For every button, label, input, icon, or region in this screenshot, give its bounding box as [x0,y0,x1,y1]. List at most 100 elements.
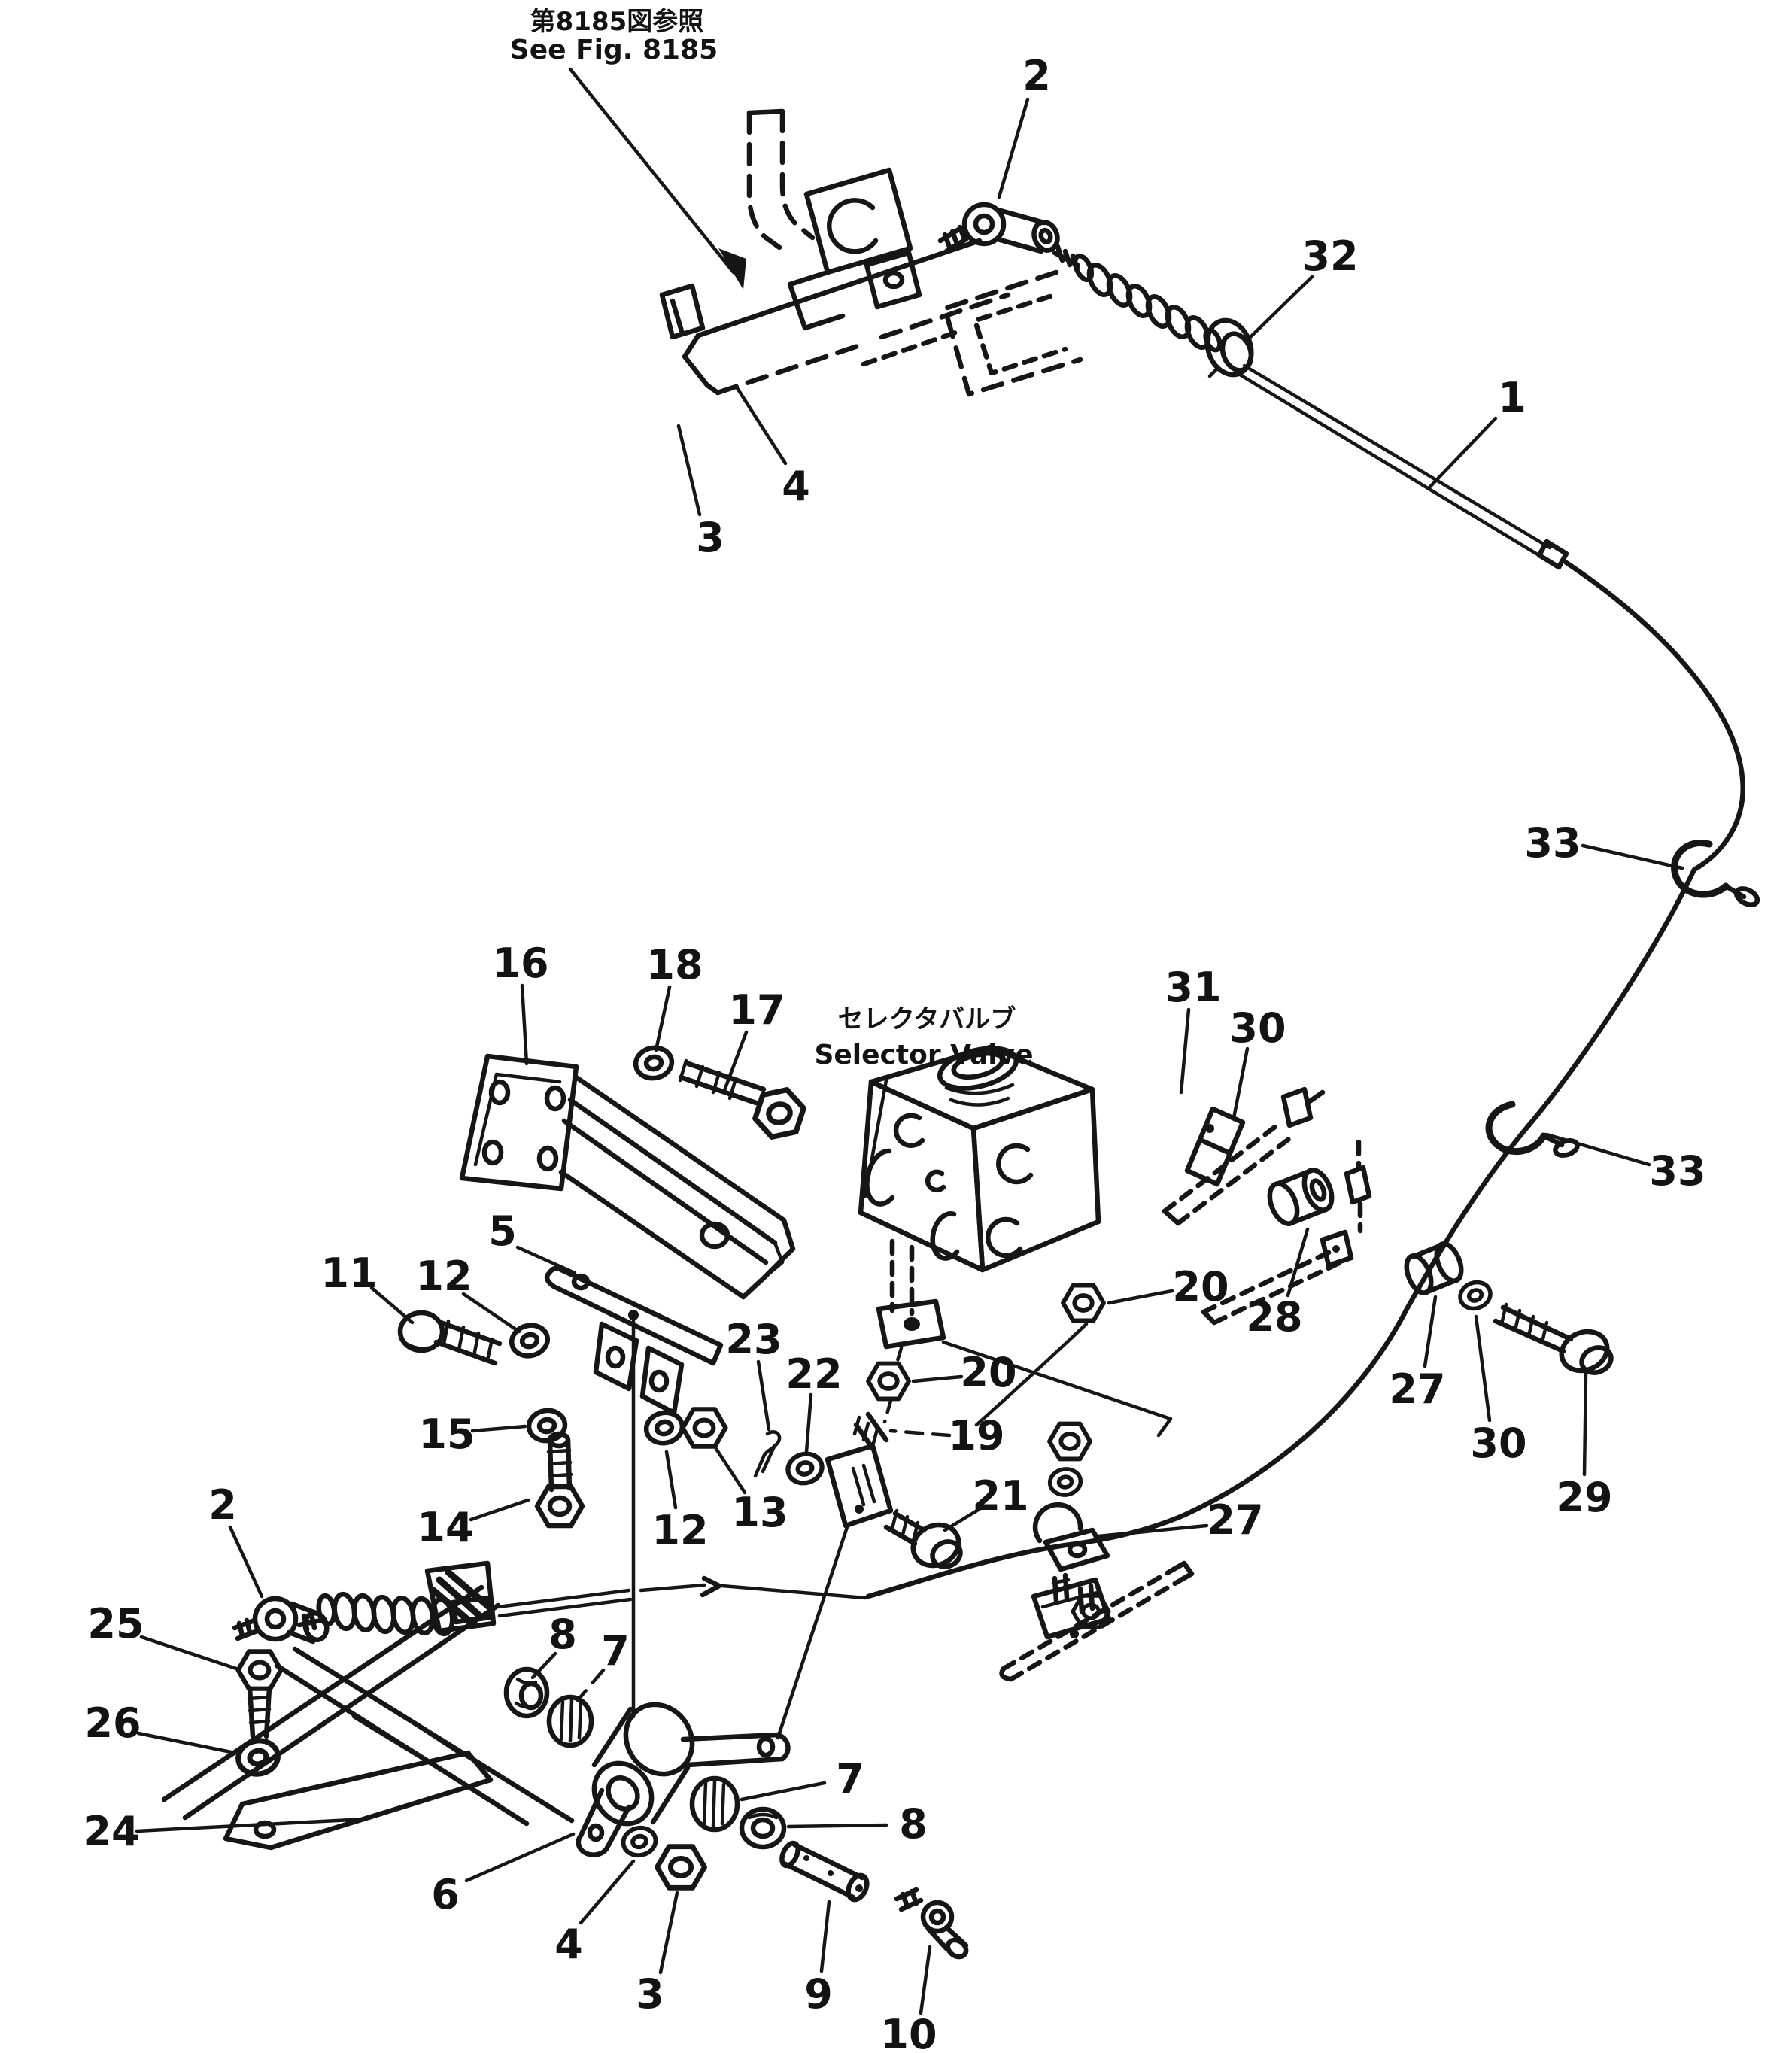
callout-5: 5 [488,1207,517,1255]
callout-7: 7 [836,1755,864,1802]
callout-4: 4 [554,1921,583,1968]
callout-3: 3 [636,1970,664,2018]
callout-27: 27 [1207,1496,1263,1544]
leader-13 [714,1447,747,1495]
leader-30 [1474,1314,1492,1423]
leader-16 [520,983,529,1066]
leader-4 [735,386,788,466]
callout-4: 4 [782,463,810,510]
see-fig-arrow [568,67,746,290]
pedal-bracket-24 [161,1560,575,1851]
grommet-32 [1203,317,1254,378]
cable-clamp-27-lower [1032,1502,1110,1572]
ball-joint-top [937,202,1060,254]
roller-7-lower [689,1775,740,1833]
callout-20: 20 [1172,1263,1229,1310]
leader-2 [997,97,1030,199]
leader-30 [1232,1046,1250,1120]
leader-12 [461,1292,521,1334]
callout-32: 32 [1301,232,1358,280]
leader-8 [786,1823,888,1829]
callout-12: 12 [415,1253,472,1300]
leader-14 [469,1498,530,1522]
leader-26 [136,1731,237,1755]
washer-15 [527,1408,566,1443]
leader-22 [804,1392,813,1454]
washer-12-right [643,1409,685,1446]
nut-20-lower [868,1364,909,1399]
callout-2: 2 [208,1481,237,1529]
callout-25: 25 [87,1600,144,1648]
washer-above-21 [1048,1467,1082,1496]
leader-27 [1423,1295,1438,1368]
callout-21: 21 [972,1472,1028,1520]
leader-12 [664,1450,678,1510]
callout-30: 30 [1229,1004,1286,1052]
ball-joint-10 [894,1887,969,1960]
nut-20-upper [1063,1286,1104,1321]
leader-5 [515,1245,577,1275]
bolt-21 [883,1508,963,1569]
ref-note-jp: 第8185図参照 [530,7,704,37]
leader-20 [911,1374,964,1383]
callout-3: 3 [696,514,724,561]
washer-18 [633,1045,674,1081]
rod-upper-with-bracket [1162,1086,1326,1226]
callout-14: 14 [417,1504,473,1551]
selector-valve-label-jp: セレクタバルブ [838,1004,1016,1034]
leader-27 [1096,1523,1209,1538]
leader-31 [1179,1007,1191,1095]
callout-17: 17 [728,986,785,1034]
leader-4 [579,1859,636,1925]
leader-3 [676,424,702,517]
leader-2 [228,1525,264,1599]
callout-19: 19 [948,1412,1004,1459]
callout-7: 7 [601,1627,630,1675]
leader-15 [470,1424,527,1433]
roller-7-upper [546,1694,594,1748]
cable-clip-33-upper [1671,840,1760,907]
bolt-14 [537,1431,582,1526]
leader-3 [658,1891,679,1975]
leader-23 [756,1359,771,1432]
bushing-28 [1267,1168,1335,1226]
callout-13: 13 [731,1489,788,1536]
nut-to-stud-line [974,1322,1089,1427]
bushing-8-lower [739,1806,787,1850]
bolt-25 [238,1651,281,1739]
leader-29 [1582,1371,1588,1477]
leader-32 [1248,275,1314,339]
leader-9 [819,1900,831,1973]
callout-28: 28 [1246,1293,1302,1341]
callout-2: 2 [1022,52,1051,99]
callout-11: 11 [320,1250,377,1297]
guide-bracket-16 [459,1053,796,1300]
washer-30-lower [1456,1278,1494,1313]
callout-27: 27 [1389,1365,1445,1413]
bracket-tab-right [1344,1139,1372,1234]
bolt-11 [397,1310,503,1366]
lever-6 [576,1702,791,1857]
pin-9 [779,1840,870,1903]
leader-18 [654,985,672,1052]
stud-to-lever-line [776,1525,849,1740]
guide-plate-5 [544,1265,724,1416]
callout-12: 12 [651,1507,708,1554]
rod-lower-with-clip [1201,1229,1354,1326]
leader-7 [576,1668,606,1702]
callout-26: 26 [84,1699,141,1747]
callout-29: 29 [1556,1474,1612,1521]
callout-8: 8 [899,1800,928,1848]
washer-4-lower [621,1825,658,1858]
leader-17 [721,1030,749,1095]
adjusting-stud-19 [825,1411,894,1529]
callout-8: 8 [548,1611,577,1658]
callout-20: 20 [960,1349,1016,1396]
locknut-above-21 [1049,1424,1090,1459]
leader-10 [919,1945,932,2015]
selector-valve-label-en: Selector Valve [814,1040,1033,1071]
washer-22 [785,1450,825,1487]
callout-10: 10 [880,2011,937,2053]
